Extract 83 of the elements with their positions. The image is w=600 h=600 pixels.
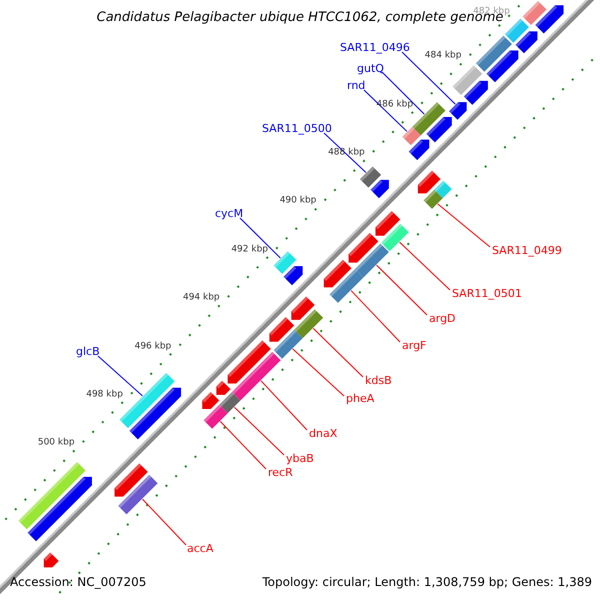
gene-pointer [291, 296, 315, 320]
leader-line [220, 420, 266, 470]
gene-label: pheA [346, 393, 374, 404]
gene-label: gutQ [357, 63, 384, 74]
gene-label: accA [187, 543, 214, 554]
leader-line [376, 264, 428, 316]
leader-line [234, 406, 284, 456]
gene-label: glcB [76, 346, 100, 357]
accession-text: Accession: NC_007205 [10, 576, 146, 588]
gene-pointer [284, 266, 303, 286]
gene-pointer [375, 211, 400, 236]
gene-pointer [28, 476, 92, 542]
gene-block [360, 166, 382, 188]
gene-block [330, 268, 364, 303]
scale-label: 484 kbp [424, 52, 462, 61]
leader-line [260, 380, 308, 430]
gene-pointer [426, 116, 452, 142]
leader-line [364, 90, 408, 132]
gene-label: argF [402, 340, 426, 351]
gene-block [118, 474, 158, 514]
gene-block [412, 102, 446, 136]
gene-pointer [370, 180, 389, 198]
gene-pointer [515, 31, 538, 54]
gene-pointer [324, 260, 352, 288]
gene-pointer [269, 317, 294, 342]
gene-pointer [418, 170, 441, 194]
gene-pointer [114, 463, 148, 497]
gene-block [204, 404, 228, 429]
gene-block [522, 0, 547, 26]
gene-block [424, 190, 443, 209]
scale-label: 496 kbp [134, 342, 172, 352]
leader-line [292, 348, 344, 396]
leader-line [399, 242, 450, 290]
scale-label: 494 kbp [182, 294, 220, 303]
gene-block [219, 392, 240, 414]
scale-label: 492 kbp [231, 245, 268, 254]
gene-pointer [464, 80, 488, 105]
gene-label: kdsB [365, 375, 392, 386]
gene-block [402, 126, 421, 146]
gene-block [476, 36, 512, 72]
gene-label: argD [429, 313, 456, 324]
gene-pointer [348, 232, 378, 263]
gene-pointer [44, 552, 59, 568]
gene-label: rnd [347, 80, 366, 91]
gene-block [274, 330, 303, 359]
gene-pointer [449, 102, 467, 120]
gene-label: SAR11_0499 [492, 245, 562, 256]
gene-block [452, 65, 482, 96]
gene-label: ybaB [286, 453, 314, 464]
leader-line [437, 203, 490, 248]
scale-label: 490 kbp [280, 196, 316, 206]
gene-label: recR [268, 467, 293, 478]
gene-block [18, 462, 86, 530]
gene-pointer [486, 50, 518, 82]
leader-line [402, 52, 456, 105]
gene-block [504, 18, 529, 43]
leader-line [312, 328, 364, 378]
gene-label: SAR11_0496 [340, 42, 410, 53]
leader-line [240, 218, 281, 259]
leader-line [142, 498, 186, 546]
gene-pointer [202, 392, 220, 409]
gene-block [381, 224, 409, 252]
genome-summary: Topology: circular; Length: 1,308,759 bp; Genes: 1,389 [262, 576, 592, 588]
scale-label: 498 kbp [86, 390, 123, 400]
gene-block [434, 180, 452, 198]
gene-pointer [535, 5, 564, 34]
gene-block [274, 251, 296, 274]
gene-pointer [129, 388, 182, 440]
gene-pointer [216, 380, 231, 395]
gene-block [232, 352, 281, 400]
gene-pointer [228, 340, 271, 384]
gene-block [354, 244, 389, 278]
gene-label: cycM [215, 208, 244, 219]
gene-pointer [408, 140, 430, 160]
scale-label: 500 kbp [38, 438, 75, 448]
gene-block [294, 309, 324, 338]
leader-line [324, 132, 366, 173]
gene-label: dnaX [309, 428, 338, 439]
scale-label: 488 kbp [328, 148, 365, 158]
gene-label: SAR11_0501 [452, 288, 522, 299]
leader-line [350, 290, 400, 342]
leader-line [98, 356, 143, 396]
gene-label: SAR11_0500 [262, 123, 332, 134]
